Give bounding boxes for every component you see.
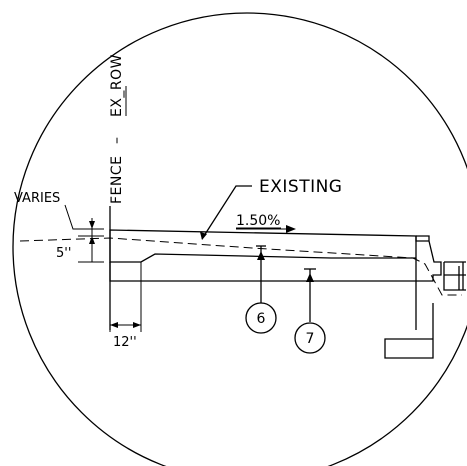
curb-outline	[415, 235, 442, 330]
thickness-label: 5''	[56, 246, 71, 261]
fence-row-separator: –	[109, 137, 125, 144]
width-arrow-right	[133, 322, 141, 328]
callout-7-arrow	[306, 273, 314, 282]
callout-7-circle	[294, 322, 326, 354]
existing-ground-dashed	[19, 237, 462, 296]
base-outline	[109, 258, 417, 282]
rail-elements	[443, 261, 466, 291]
varies-label: VARIES	[14, 191, 60, 206]
slope-label: 1.50%	[236, 213, 280, 229]
existing-leader	[201, 185, 252, 240]
callout-6-arrow	[257, 251, 265, 260]
existing-leader-arrow	[200, 232, 207, 240]
wall-footing	[384, 303, 434, 359]
callout-6-number: 6	[257, 311, 266, 327]
width-arrow-left	[110, 322, 118, 328]
ex-row-label: EX_ROW	[109, 54, 125, 117]
callout-6-circle	[245, 302, 277, 334]
varies-arrow-top	[89, 221, 95, 229]
fence-label: FENCE	[109, 156, 125, 205]
callout-7-number: 7	[306, 331, 315, 347]
width-label: 12''	[113, 335, 137, 350]
detail-circle	[12, 12, 467, 466]
existing-label: EXISTING	[259, 177, 342, 197]
slope-arrow-head	[286, 225, 296, 233]
